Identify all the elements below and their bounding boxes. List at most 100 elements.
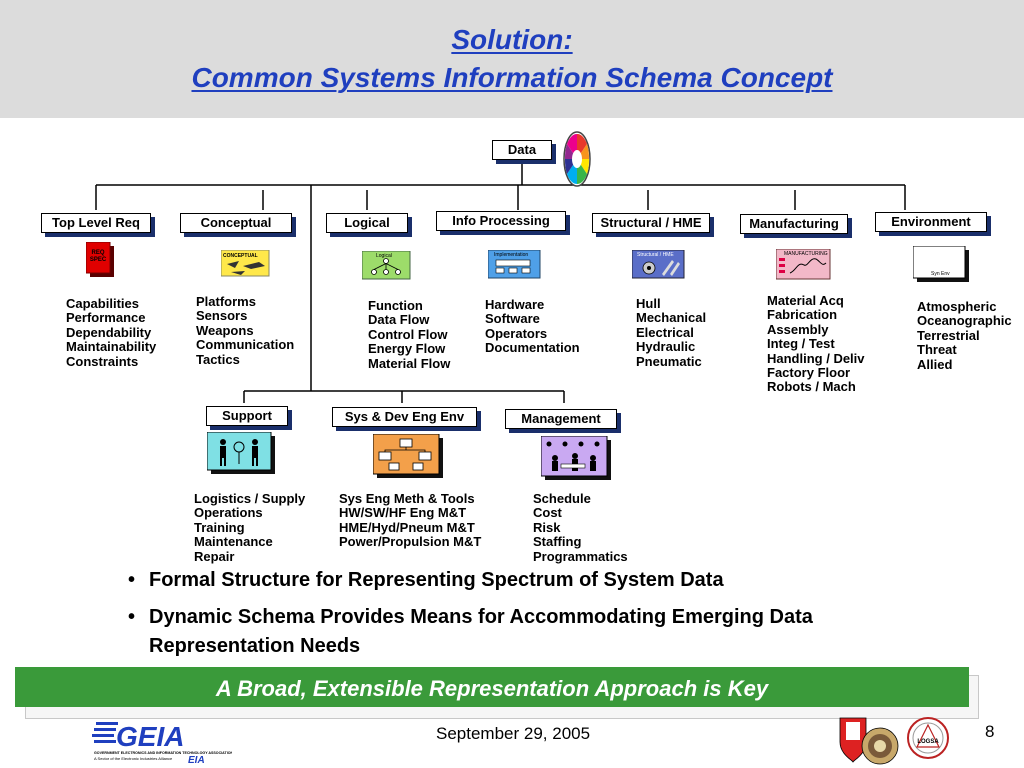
svg-text:EIA: EIA <box>188 755 205 766</box>
svg-text:Logical: Logical <box>376 253 392 259</box>
list-item: Operations <box>194 505 263 521</box>
svg-text:MANUFACTURING: MANUFACTURING <box>784 251 828 257</box>
list-item: Function <box>368 298 423 313</box>
list-item: HME/Hyd/Pneum M&T <box>339 519 475 535</box>
bullet-dot-icon: • <box>128 569 136 591</box>
manufacturing-icon: MANUFACTURING <box>776 249 831 280</box>
logsa-seal-icon: LOGSA <box>907 717 949 759</box>
svg-text:Implementation: Implementation <box>494 252 528 258</box>
list-item: Robots / Mach <box>767 379 856 395</box>
slide-title-line2: Common Systems Information Schema Concep… <box>191 62 833 93</box>
list-item: Fabrication <box>767 307 838 323</box>
svg-text:CONCEPTUAL: CONCEPTUAL <box>223 253 258 259</box>
list-item: Maintenance <box>194 534 273 550</box>
list-item: Operators <box>485 325 548 341</box>
category-box-sys-dev-eng-env: Sys & Dev Eng Env <box>332 407 477 427</box>
geia-logo: GEIA GOVERNMENT ELECTRONICS AND INFORMAT… <box>92 721 232 766</box>
list-item: Energy Flow <box>368 341 446 357</box>
list-item: Hardware <box>485 297 545 312</box>
list-item: Threat <box>917 342 957 358</box>
svg-text:GEIA: GEIA <box>116 721 184 752</box>
category-box-environment: Environment <box>875 212 987 232</box>
list-structural-hme: Hull Mechanical Electrical Hydraulic Pne… <box>636 296 707 369</box>
list-item: Cost <box>533 505 562 521</box>
list-item: Material Flow <box>368 355 451 371</box>
list-item: Constraints <box>66 353 139 369</box>
list-top-level-req: Capabilities Performance Dependability M… <box>66 296 156 369</box>
svg-text:Syn Env: Syn Env <box>931 271 950 277</box>
list-item: Hull <box>636 296 661 311</box>
list-item: Schedule <box>533 491 591 506</box>
syn-env-icon: Syn Env <box>913 246 969 282</box>
implementation-icon: Implementation <box>488 250 541 279</box>
list-environment: Atmospheric Oceanographic Terrestrial Th… <box>917 299 1012 372</box>
list-item: Data Flow <box>368 312 430 328</box>
list-item: Programmatics <box>533 548 628 564</box>
army-seal-icon <box>839 717 899 765</box>
list-item: Hydraulic <box>636 339 696 355</box>
list-item: Handling / Deliv <box>767 350 865 366</box>
req-spec-icon: REQ SPEC <box>86 242 114 277</box>
svg-text:Structural / HME: Structural / HME <box>637 252 674 258</box>
list-sys-dev-eng-env: Sys Eng Meth & Tools HW/SW/HF Eng M&T HM… <box>339 491 482 550</box>
title-bar <box>0 0 1024 118</box>
list-support: Logistics / Supply Operations Training M… <box>194 491 306 564</box>
list-item: Factory Floor <box>767 365 851 381</box>
list-item: Risk <box>533 519 561 535</box>
page-number: 8 <box>985 722 995 741</box>
category-box-conceptual: Conceptual <box>180 213 292 233</box>
svg-text:A Sector of the Electronic Ind: A Sector of the Electronic Industries Al… <box>94 756 173 761</box>
list-management: Schedule Cost Risk Staffing Programmatic… <box>533 491 628 564</box>
seal-right-label: LOGSA <box>917 739 939 745</box>
data-root-box: Data <box>492 140 552 160</box>
svg-text:SPEC: SPEC <box>90 257 107 263</box>
list-item: Electrical <box>636 324 694 340</box>
slide-title-line1: Solution: <box>451 24 573 55</box>
list-item: Atmospheric <box>917 299 997 314</box>
list-item: Tactics <box>196 351 240 367</box>
key-message-banner: A Broad, Extensible Representation Appro… <box>15 667 969 707</box>
structural-hme-icon: Structural / HME <box>632 250 685 279</box>
list-manufacturing: Material Acq Fabrication Assembly Integ … <box>767 293 865 395</box>
bullet-text: Dynamic Schema Provides Means for Accomm… <box>149 606 813 657</box>
list-item: Pneumatic <box>636 353 702 369</box>
list-item: Sensors <box>196 308 248 324</box>
category-box-support: Support <box>206 406 288 426</box>
list-item: Assembly <box>767 321 829 337</box>
list-item: Allied <box>917 356 953 372</box>
list-item: Control Flow <box>368 326 448 342</box>
list-conceptual: Platforms Sensors Weapons Communication … <box>196 294 295 367</box>
category-box-manufacturing: Manufacturing <box>740 214 848 234</box>
list-item: Oceanographic <box>917 313 1012 329</box>
list-item: Logistics / Supply <box>194 491 306 506</box>
category-box-management: Management <box>505 409 617 429</box>
list-item: Sys Eng Meth & Tools <box>339 491 475 506</box>
list-item: Platforms <box>196 294 256 309</box>
list-item: Terrestrial <box>917 327 980 343</box>
list-item: Staffing <box>533 534 582 550</box>
list-item: Material Acq <box>767 293 844 308</box>
bullet-dot-icon: • <box>128 606 136 628</box>
list-item: Capabilities <box>66 296 139 311</box>
category-box-info-processing: Info Processing <box>436 211 566 231</box>
svg-text:REQ: REQ <box>91 250 104 256</box>
list-item: Communication <box>196 337 295 353</box>
list-item: Dependability <box>66 324 152 340</box>
list-item: Training <box>194 519 245 535</box>
footer-date: September 29, 2005 <box>436 724 591 743</box>
list-item: Mechanical <box>636 310 707 326</box>
list-item: Documentation <box>485 340 580 356</box>
list-item: Power/Propulsion M&T <box>339 534 482 550</box>
list-item: HW/SW/HF Eng M&T <box>339 505 467 521</box>
sys-dev-eng-env-icon <box>373 434 443 478</box>
logical-icon: Logical <box>362 251 411 280</box>
management-icon <box>541 436 611 480</box>
list-info-processing: Hardware Software Operators Documentatio… <box>485 297 580 356</box>
list-item: Repair <box>194 548 235 564</box>
list-item: Performance <box>66 310 146 326</box>
list-logical: Function Data Flow Control Flow Energy F… <box>368 298 451 371</box>
color-wheel-icon <box>563 131 591 187</box>
list-item: Software <box>485 311 540 327</box>
conceptual-icon: CONCEPTUAL <box>221 250 270 277</box>
